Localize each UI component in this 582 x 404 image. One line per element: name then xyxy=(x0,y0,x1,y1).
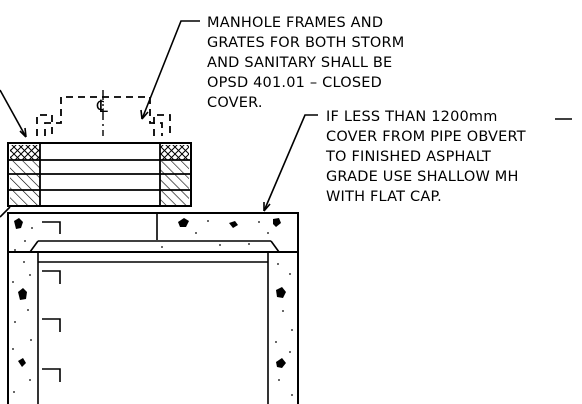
ring-hatch-left-top xyxy=(10,145,40,160)
ring-hatch-left xyxy=(10,161,40,205)
concrete-aggregate xyxy=(12,218,293,396)
cover-note-line-5: WITH FLAT CAP. xyxy=(326,189,442,205)
cover-note-line-3: TO FINISHED ASPHALT xyxy=(325,149,491,165)
cover-note-line-1: IF LESS THAN 1200mm xyxy=(326,109,498,125)
step-irons xyxy=(42,270,61,382)
frames-note-line-2: GRATES FOR BOTH STORM xyxy=(207,35,405,51)
cover-note-line-4: GRADE USE SHALLOW MH xyxy=(326,169,519,185)
centerline: ℄ xyxy=(96,90,108,136)
manhole-frame-outline xyxy=(36,96,171,136)
ring-hatch-right xyxy=(160,161,189,205)
adjustment-rings xyxy=(7,142,192,207)
leader-cover-note xyxy=(263,114,318,212)
frames-note: MANHOLE FRAMES AND GRATES FOR BOTH STORM… xyxy=(207,15,405,111)
leader-left-top xyxy=(0,89,27,138)
frames-note-line-3: AND SANITARY SHALL BE xyxy=(207,55,392,71)
ring-hatch-right-top xyxy=(160,145,189,160)
frames-note-line-5: COVER. xyxy=(207,95,263,111)
leader-left-bottom xyxy=(0,206,11,218)
leader-lines xyxy=(0,20,572,218)
cover-note: IF LESS THAN 1200mm COVER FROM PIPE OBVE… xyxy=(325,109,526,205)
frames-note-line-4: OPSD 401.01 – CLOSED xyxy=(207,75,382,91)
centerline-label: ℄ xyxy=(96,97,108,117)
frames-note-line-1: MANHOLE FRAMES AND xyxy=(207,15,383,31)
flat-cap-slab xyxy=(7,212,299,253)
cover-note-line-2: COVER FROM PIPE OBVERT xyxy=(326,129,526,145)
leader-frames-note xyxy=(141,20,200,120)
manhole-barrel xyxy=(7,252,299,404)
